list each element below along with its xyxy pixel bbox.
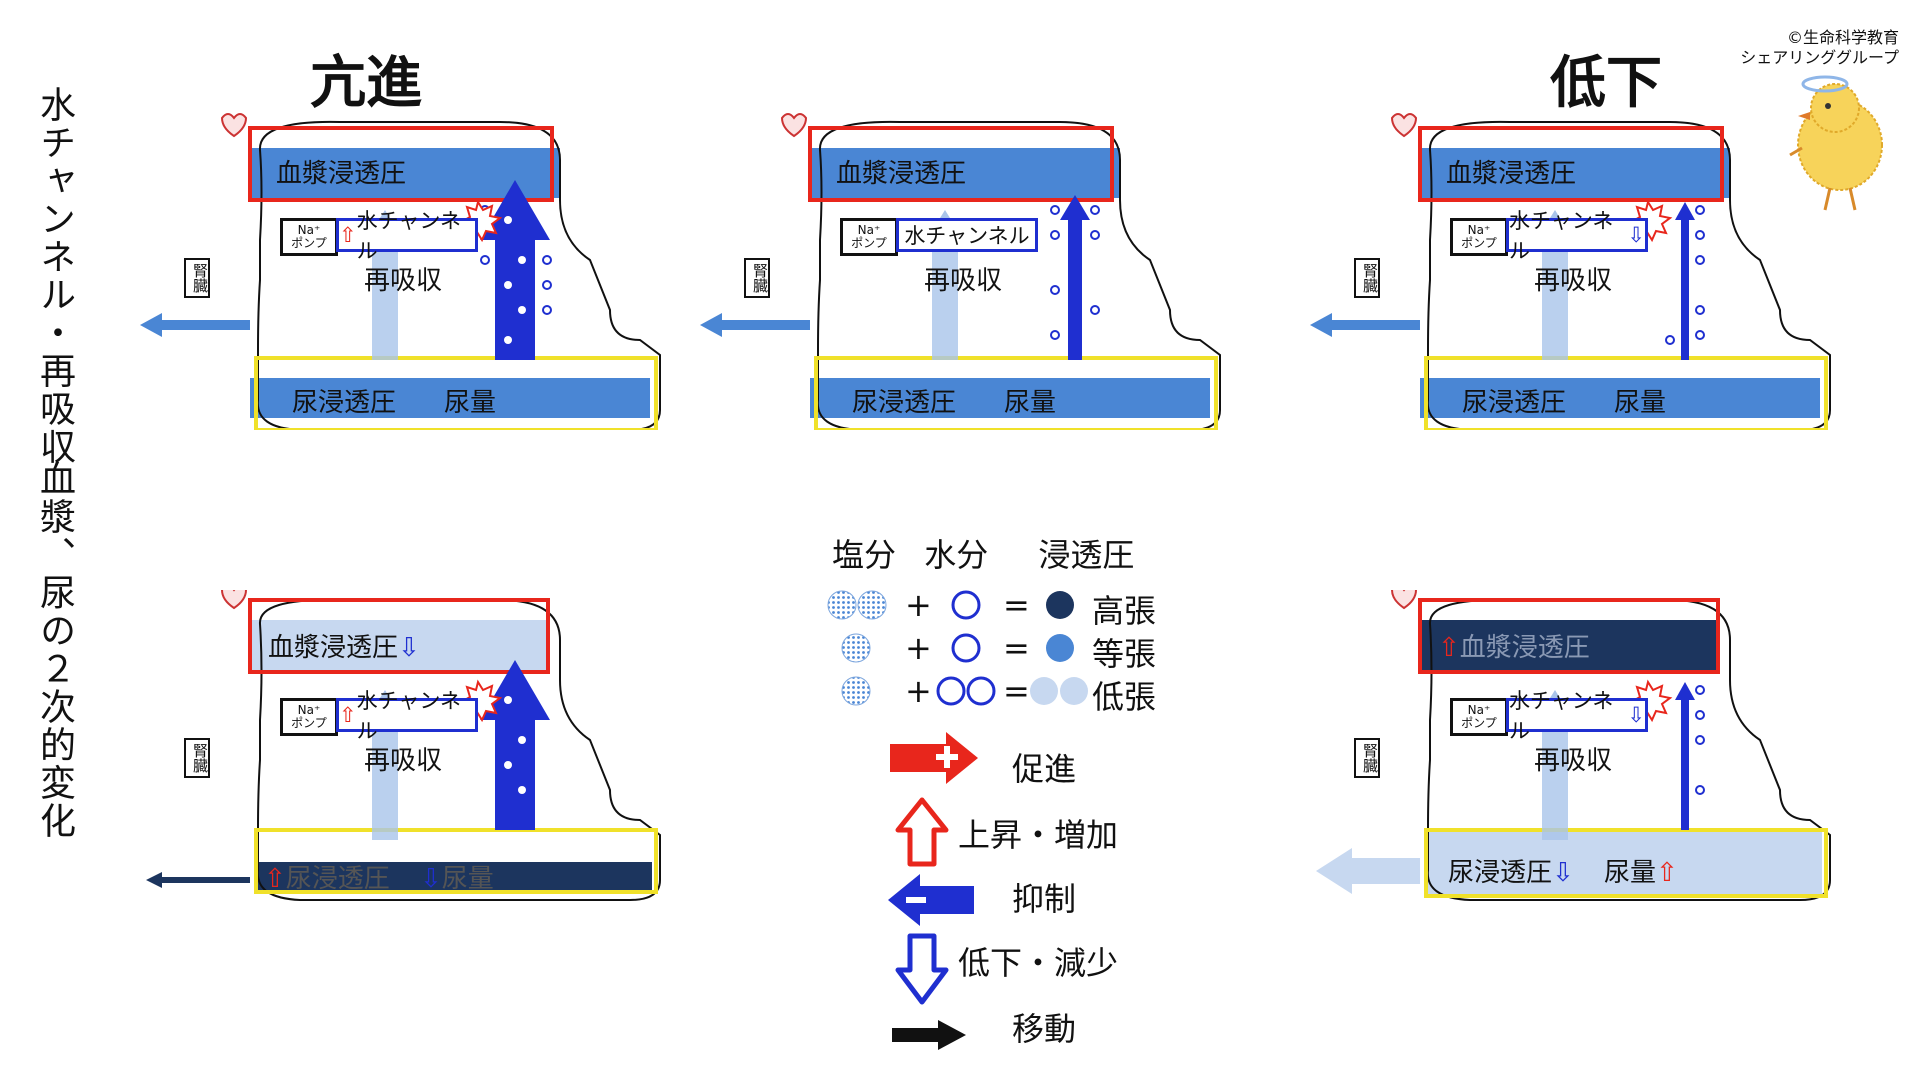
urine-label: 尿浸透圧	[852, 388, 957, 418]
water-channel: 水チャンネル	[896, 218, 1038, 252]
chick-illustration	[1789, 75, 1883, 211]
na-pump: Na⁺ポンプ	[1450, 698, 1508, 736]
urine-label: 尿浸透圧⇩	[1448, 858, 1574, 888]
fall-arrow-icon	[895, 933, 949, 1005]
up-arrow-icon: ⇧	[1656, 858, 1678, 888]
heading-decrease: 低下	[1550, 51, 1662, 116]
legend-header-salt: 塩分	[832, 536, 897, 574]
legend-promote: 促進	[1012, 750, 1077, 788]
legend-osmotic-symbols	[827, 590, 1088, 706]
reabsorption-label: 再吸収	[924, 266, 1003, 296]
legend-iso: 等張	[1092, 635, 1157, 673]
plasma-label: ⇧血漿浸透圧	[1438, 633, 1590, 663]
credit: ©生命科学教育 シェアリンググループ	[1740, 28, 1899, 68]
na-pump: Na⁺ポンプ	[280, 218, 338, 256]
urine-volume-label: 尿量	[1004, 388, 1057, 418]
up-arrow-icon: ⇧	[1438, 633, 1460, 663]
legend-header-water: 水分	[924, 536, 989, 574]
plasma-label: 血漿浸透圧	[836, 159, 967, 189]
credit-line1: ©生命科学教育	[1786, 28, 1899, 47]
panel-increase-reabsorption: 血漿浸透圧 尿浸透圧 尿量 Na⁺ポンプ ⇧水チャンネル 再吸収 腎臓	[140, 110, 700, 430]
na-pump: Na⁺ポンプ	[1450, 218, 1508, 256]
kidney-label: 腎臓	[184, 258, 210, 298]
plasma-label: 血漿浸透圧	[276, 159, 407, 189]
heart-icon	[1390, 590, 1418, 610]
reabsorption-label: 再吸収	[364, 266, 443, 296]
heart-icon	[780, 113, 808, 138]
row-label-bottom: 血漿、尿の２次的変化	[34, 460, 75, 840]
water-channel: ⇧水チャンネル	[336, 209, 478, 263]
credit-line2: シェアリンググループ	[1740, 48, 1899, 67]
panel-decrease-reabsorption: 血漿浸透圧 尿浸透圧 尿量 Na⁺ポンプ 水チャンネル⇩ 再吸収 腎臓	[1310, 110, 1870, 430]
kidney-label: 腎臓	[744, 258, 770, 298]
urine-label: ⇧尿浸透圧	[264, 864, 390, 894]
legend-low: 低張	[1092, 678, 1157, 716]
down-arrow-icon: ⇩	[420, 864, 442, 894]
plasma-label: 血漿浸透圧⇩	[268, 633, 420, 663]
kidney-label: 腎臓	[1354, 738, 1380, 778]
water-channel: 水チャンネル⇩	[1506, 209, 1648, 263]
legend-arrows	[888, 732, 978, 1050]
rise-arrow-icon	[895, 797, 949, 867]
na-pump: Na⁺ポンプ	[280, 698, 338, 736]
water-channel: ⇧水チャンネル	[336, 689, 478, 743]
urine-volume-label: ⇩尿量	[420, 864, 494, 894]
urine-volume-label: 尿量⇧	[1604, 858, 1678, 888]
heading-increase: 亢進	[310, 51, 422, 116]
panel-increase-secondary: 血漿浸透圧⇩ ⇧尿浸透圧 ⇩尿量 Na⁺ポンプ ⇧水チャンネル 再吸収 腎臓	[140, 590, 700, 910]
legend-header-osmotic: 浸透圧	[1038, 536, 1135, 574]
down-arrow-icon: ⇩	[1627, 223, 1645, 247]
up-arrow-icon: ⇧	[339, 703, 357, 727]
move-arrow-icon	[892, 1020, 966, 1050]
up-arrow-icon: ⇧	[264, 864, 286, 894]
legend-high: 高張	[1092, 592, 1157, 630]
urine-label: 尿浸透圧	[1462, 388, 1567, 418]
inhibit-arrow-icon	[888, 874, 974, 926]
panel-decrease-secondary: ⇧血漿浸透圧 尿浸透圧⇩ 尿量⇧ Na⁺ポンプ 水チャンネル⇩ 再吸収 腎臓	[1310, 590, 1870, 910]
kidney-label: 腎臓	[184, 738, 210, 778]
heart-icon	[220, 113, 248, 138]
plasma-label: 血漿浸透圧	[1446, 159, 1577, 189]
legend-equals: =	[1003, 629, 1030, 667]
down-arrow-icon: ⇩	[1552, 858, 1574, 888]
reabsorption-label: 再吸収	[1534, 266, 1613, 296]
legend-plus: +	[905, 586, 932, 624]
urine-label: 尿浸透圧	[292, 388, 397, 418]
heart-icon	[1390, 113, 1418, 138]
legend-equals: =	[1003, 672, 1030, 710]
legend-plus: +	[905, 629, 932, 667]
legend-header: 塩分 水分 浸透圧	[832, 530, 1134, 576]
heart-icon	[220, 590, 248, 610]
down-arrow-icon: ⇩	[1627, 703, 1645, 727]
legend-inhibit: 抑制	[1012, 880, 1077, 918]
legend-fall: 低下・減少	[958, 944, 1119, 982]
up-arrow-icon: ⇧	[339, 223, 357, 247]
promote-arrow-icon	[890, 732, 978, 784]
legend-move: 移動	[1012, 1010, 1077, 1048]
row-label-top: 水チャンネル・再吸収	[34, 86, 75, 466]
na-pump: Na⁺ポンプ	[840, 218, 898, 256]
reabsorption-label: 再吸収	[1534, 746, 1613, 776]
reabsorption-label: 再吸収	[364, 746, 443, 776]
urine-volume-label: 尿量	[444, 388, 497, 418]
panel-normal-reabsorption: 血漿浸透圧 尿浸透圧 尿量 Na⁺ポンプ 水チャンネル 再吸収 腎臓	[700, 110, 1260, 430]
legend-rise: 上昇・増加	[958, 816, 1119, 854]
kidney-label: 腎臓	[1354, 258, 1380, 298]
legend-equals: =	[1003, 586, 1030, 624]
urine-volume-label: 尿量	[1614, 388, 1667, 418]
water-channel: 水チャンネル⇩	[1506, 689, 1648, 743]
down-arrow-icon: ⇩	[398, 633, 420, 663]
legend-plus: +	[905, 672, 932, 710]
